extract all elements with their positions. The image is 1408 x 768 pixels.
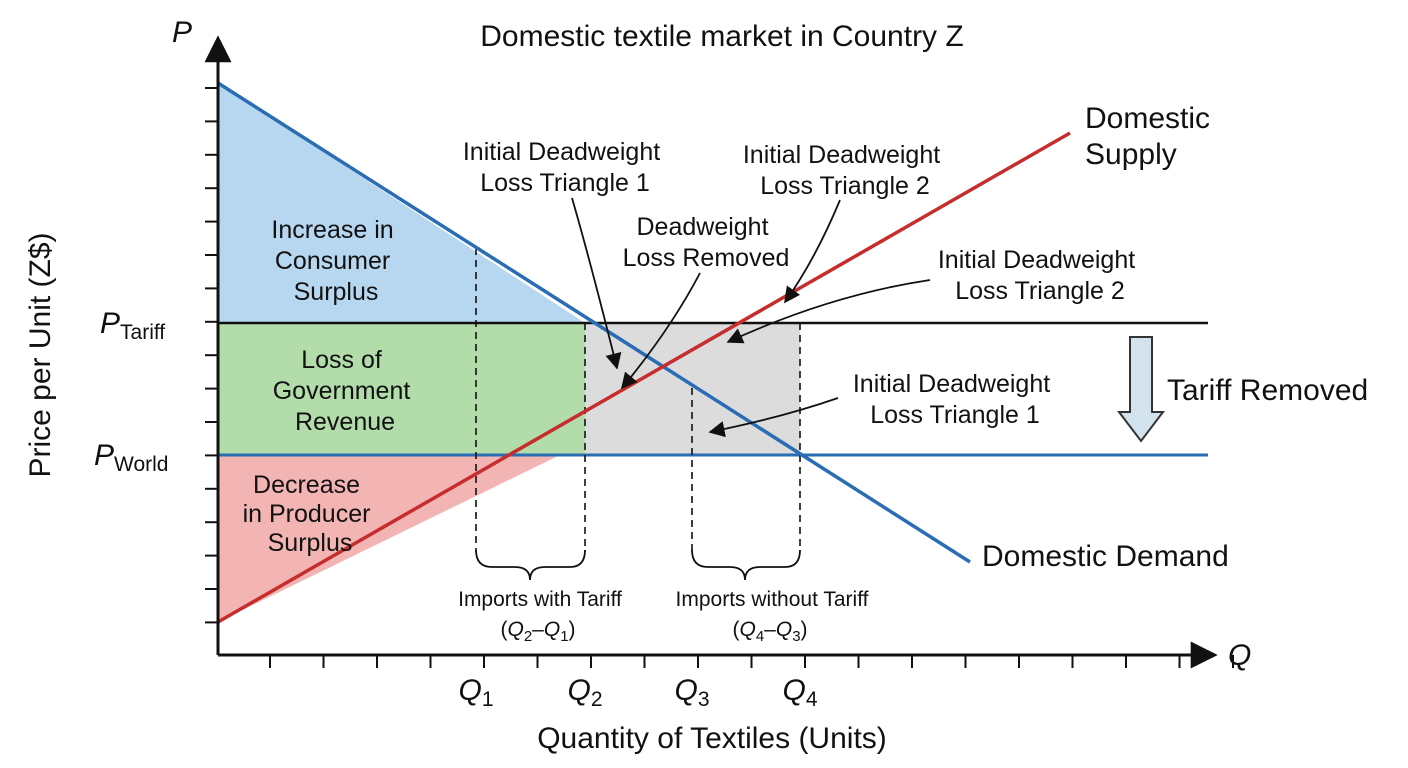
x-axis-letter: Q	[1228, 639, 1251, 672]
dwl1-top-annotation: Initial Deadweight Loss Triangle 1	[463, 138, 667, 197]
q1-label: Q1	[458, 674, 493, 711]
q3-label: Q3	[674, 674, 709, 711]
dwl2-right-arrow	[726, 279, 931, 344]
dwl1-right-arrow	[708, 397, 839, 438]
imports-without-brace	[691, 549, 801, 581]
q4-label: Q4	[782, 674, 817, 711]
p-world-label: PWorld	[94, 439, 168, 476]
imports-with-formula: (Q2–Q1)	[500, 618, 575, 645]
imports-without-formula: (Q4–Q3)	[732, 618, 807, 645]
supply-label-line2: Supply	[1085, 138, 1177, 171]
dwl-removed-arrow	[620, 272, 701, 390]
p-tariff-label: PTariff	[100, 307, 165, 344]
dwl1-top-arrow	[571, 197, 622, 370]
chart-title: Domestic textile market in Country Z	[480, 20, 963, 53]
consumer-surplus-label: Increase in Consumer Surplus	[271, 216, 400, 306]
imports-with-label: Imports with Tariff	[458, 588, 622, 611]
dwl1-right-annotation: Initial Deadweight Loss Triangle 1	[853, 370, 1057, 429]
government-revenue-label: Loss of Government Revenue	[273, 346, 418, 436]
producer-surplus-label: Decrease in Producer Surplus	[243, 471, 378, 557]
supply-curve	[217, 131, 1071, 624]
dwl2-top-arrow	[784, 199, 841, 304]
dwl2-top-annotation: Initial Deadweight Loss Triangle 2	[743, 141, 947, 200]
demand-curve	[217, 81, 971, 564]
imports-without-label: Imports without Tariff	[676, 588, 869, 611]
supply-label: Domestic	[1085, 102, 1210, 135]
tariff-removed-label: Tariff Removed	[1167, 374, 1368, 407]
x-axis-ticks	[269, 655, 1234, 668]
demand-label: Domestic Demand	[982, 540, 1229, 573]
y-axis-ticks	[205, 87, 218, 624]
x-axis-label: Quantity of Textiles (Units)	[537, 722, 887, 755]
y-axis-letter: P	[172, 16, 192, 49]
producer-surplus-region	[218, 455, 560, 622]
q2-label: Q2	[567, 674, 602, 711]
imports-with-brace	[475, 549, 586, 581]
government-revenue-region	[218, 323, 585, 455]
dwl-removed-annotation: Deadweight Loss Removed	[623, 213, 790, 272]
y-axis-label: Price per Unit (Z$)	[24, 232, 57, 477]
dwl2-right-annotation: Initial Deadweight Loss Triangle 2	[938, 246, 1142, 305]
tariff-removed-arrow	[1116, 336, 1166, 443]
